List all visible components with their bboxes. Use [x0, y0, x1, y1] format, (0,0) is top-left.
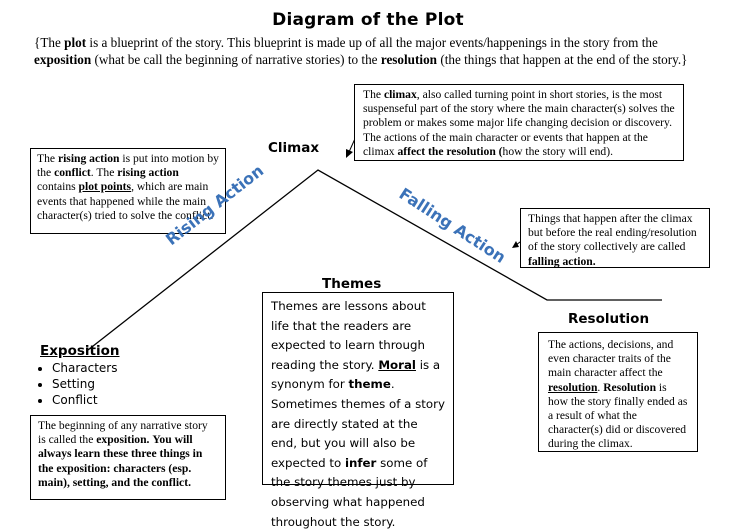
intro-text: {The plot is a blueprint of the story. T…: [34, 35, 688, 67]
exposition-label: Exposition: [40, 343, 120, 359]
climax-label: Climax: [268, 140, 320, 156]
climax-description-box: The climax, also called turning point in…: [354, 84, 684, 161]
page-title: Diagram of the Plot: [272, 10, 464, 30]
falling-pointer-arrowhead: [512, 241, 519, 248]
exposition-list: Characters Setting Conflict: [24, 360, 118, 408]
resolution-description-box: The actions, decisions, and even charact…: [538, 332, 698, 452]
plot-line: [87, 169, 662, 351]
themes-description-box: Themes are lessons about life that the r…: [262, 292, 454, 529]
rising-action-description-box: The rising action is put into motion by …: [30, 148, 226, 234]
themes-label: Themes: [322, 276, 382, 292]
falling-action-description-box: Things that happen after the climax but …: [520, 208, 710, 268]
resolution-label: Resolution: [568, 311, 650, 327]
list-item: Characters: [52, 360, 118, 376]
climax-pointer-arrowhead: [346, 149, 353, 158]
list-item: Setting: [52, 376, 118, 392]
list-item: Conflict: [52, 392, 118, 408]
exposition-description-box: The beginning of any narrative story is …: [30, 415, 226, 500]
